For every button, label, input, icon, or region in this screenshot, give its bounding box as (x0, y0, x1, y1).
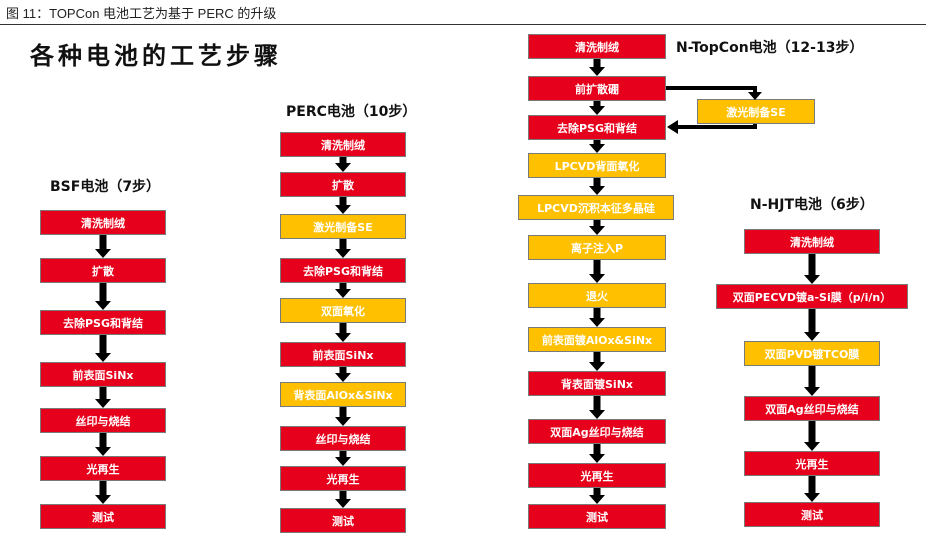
topcon-step-11: 光再生 (528, 463, 666, 488)
perc-step-3: 激光制备SE (280, 214, 406, 239)
topcon-step-2: 前扩散硼 (528, 76, 666, 101)
topcon-branch-arrowhead-out (748, 92, 762, 100)
bsf-step-3: 去除PSG和背结 (40, 310, 166, 335)
perc-arrow-5 (335, 323, 351, 342)
bsf-arrow-4 (95, 387, 111, 408)
topcon-step-9: 背表面镀SiNx (528, 371, 666, 396)
perc-step-5: 双面氧化 (280, 298, 406, 323)
perc-step-2: 扩散 (280, 172, 406, 197)
diagram-title: 各种电池的工艺步骤 (30, 41, 282, 70)
bsf-step-1: 清洗制绒 (40, 210, 166, 235)
bsf-step-5: 丝印与烧结 (40, 408, 166, 433)
perc-step-9: 光再生 (280, 466, 406, 491)
hjt-column-title: N-HJT电池（6步） (750, 197, 874, 213)
topcon-branch-line-out (666, 86, 757, 94)
figure-caption: 图 11：TOPCon 电池工艺为基于 PERC 的升级 (6, 6, 277, 21)
topcon-arrow-3 (589, 140, 605, 153)
hjt-arrow-3 (804, 366, 820, 396)
topcon-arrow-8 (589, 352, 605, 371)
perc-arrow-1 (335, 157, 351, 172)
topcon-side-step-laser-se: 激光制备SE (697, 99, 815, 124)
perc-column-title: PERC电池（10步） (286, 104, 417, 120)
hjt-step-5: 光再生 (744, 451, 880, 476)
bsf-column-title: BSF电池（7步） (50, 179, 161, 195)
perc-step-1: 清洗制绒 (280, 132, 406, 157)
hjt-arrow-2 (804, 309, 820, 341)
hjt-step-6: 测试 (744, 502, 880, 527)
topcon-step-10: 双面Ag丝印与烧结 (528, 419, 666, 444)
topcon-step-5: LPCVD沉积本征多晶硅 (518, 195, 674, 220)
topcon-step-8: 前表面镀AlOx&SiNx (528, 327, 666, 352)
topcon-arrow-6 (589, 260, 605, 283)
hjt-arrow-4 (804, 421, 820, 451)
hjt-arrow-5 (804, 476, 820, 502)
perc-arrow-8 (335, 451, 351, 466)
topcon-arrow-7 (589, 308, 605, 327)
hjt-step-4: 双面Ag丝印与烧结 (744, 396, 880, 421)
bsf-arrow-3 (95, 335, 111, 362)
hjt-arrow-1 (804, 254, 820, 284)
bsf-step-6: 光再生 (40, 456, 166, 481)
topcon-arrow-10 (589, 444, 605, 463)
perc-arrow-2 (335, 197, 351, 214)
bsf-arrow-6 (95, 481, 111, 504)
topcon-column-title: N-TopCon电池（12-13步） (676, 40, 864, 56)
hjt-step-3: 双面PVD镀TCO膜 (744, 341, 880, 366)
topcon-step-7: 退火 (528, 283, 666, 308)
bsf-arrow-5 (95, 433, 111, 456)
hjt-step-1: 清洗制绒 (744, 229, 880, 254)
hjt-step-2: 双面PECVD镀a-Si膜（p/i/n） (716, 284, 908, 309)
topcon-branch-line-back (676, 124, 757, 129)
bsf-step-2: 扩散 (40, 258, 166, 283)
perc-step-7: 背表面AlOx&SiNx (280, 382, 406, 407)
perc-step-4: 去除PSG和背结 (280, 258, 406, 283)
perc-arrow-6 (335, 367, 351, 382)
topcon-branch-arrowhead-back (667, 120, 678, 134)
topcon-arrow-1 (589, 59, 605, 76)
bsf-arrow-1 (95, 235, 111, 258)
perc-step-8: 丝印与烧结 (280, 426, 406, 451)
topcon-step-3: 去除PSG和背结 (528, 115, 666, 140)
perc-arrow-3 (335, 239, 351, 258)
topcon-arrow-9 (589, 396, 605, 419)
perc-arrow-7 (335, 407, 351, 426)
topcon-arrow-2 (589, 101, 605, 115)
perc-arrow-9 (335, 491, 351, 508)
topcon-step-1: 清洗制绒 (528, 34, 666, 59)
bsf-step-7: 测试 (40, 504, 166, 529)
perc-step-6: 前表面SiNx (280, 342, 406, 367)
caption-divider (0, 24, 926, 25)
topcon-arrow-11 (589, 488, 605, 504)
topcon-arrow-4 (589, 178, 605, 195)
bsf-arrow-2 (95, 283, 111, 310)
topcon-step-4: LPCVD背面氧化 (528, 153, 666, 178)
topcon-step-6: 离子注入P (528, 235, 666, 260)
perc-arrow-4 (335, 283, 351, 298)
topcon-arrow-5 (589, 220, 605, 235)
bsf-step-4: 前表面SiNx (40, 362, 166, 387)
